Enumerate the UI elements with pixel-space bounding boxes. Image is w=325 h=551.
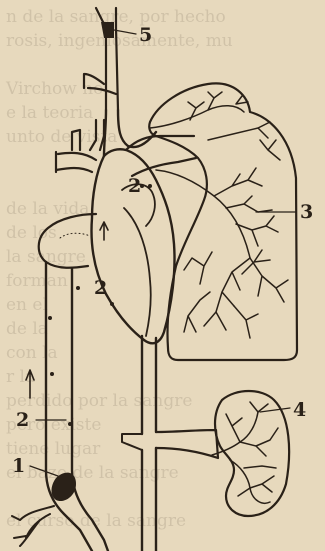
callout-4: 4 [293, 399, 306, 421]
background-text-line: en el [6, 295, 48, 315]
marker-dot [68, 422, 72, 426]
callout-1: 1 [12, 455, 25, 477]
interventricular-septum [124, 208, 151, 336]
callout-2-mid: 2 [94, 277, 107, 299]
callout-2-left: 2 [16, 409, 29, 431]
background-text-line: rosis, ingeniosamente, mu [6, 31, 233, 51]
background-text-line: perdido por la sangre [6, 391, 192, 411]
background-text-line: forman [6, 271, 68, 291]
marker-dot [110, 302, 114, 306]
heart [39, 136, 196, 343]
callout-2-top: 2 [128, 175, 141, 197]
marker-dot [50, 372, 54, 376]
marker-dot [148, 184, 152, 188]
leader-4 [260, 408, 290, 412]
callout-5: 5 [139, 24, 152, 46]
background-text-line: de la [6, 319, 48, 339]
renal-artery [156, 430, 218, 458]
flow-arrow-heart [100, 222, 108, 240]
marker-dot [48, 316, 52, 320]
atrium-stipple [60, 233, 90, 238]
background-text-line: e la teoria [6, 103, 93, 123]
background-text-line: el bazo de la sangre [6, 463, 179, 483]
callout-3: 3 [300, 201, 313, 223]
kidney-vessels [212, 402, 278, 503]
background-text-line: con la [6, 343, 58, 363]
marker-dot [76, 286, 80, 290]
aorta-branch [122, 434, 142, 450]
